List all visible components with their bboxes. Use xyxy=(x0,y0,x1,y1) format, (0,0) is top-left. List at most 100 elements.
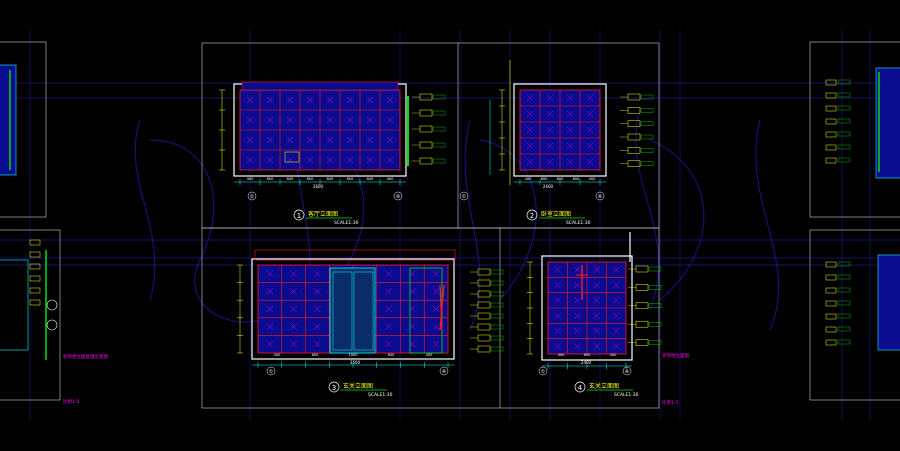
right-tag xyxy=(837,274,851,280)
p3-cross xyxy=(432,341,440,348)
p2-tag xyxy=(640,148,654,153)
p4-tag xyxy=(635,320,649,328)
left-tag xyxy=(29,275,41,282)
p2-tag xyxy=(640,94,654,100)
p2-wall xyxy=(513,83,607,177)
right-tag xyxy=(837,144,851,150)
p1-tag xyxy=(419,141,433,149)
p4-cross xyxy=(554,281,561,289)
panel-3-number: 3 xyxy=(332,384,336,392)
panel-1-name: 客厅立面图 xyxy=(308,210,338,218)
p3-cross xyxy=(385,288,392,295)
p4-cross xyxy=(574,297,581,304)
p1-cross xyxy=(386,136,394,144)
p2-dim-label: 400 xyxy=(589,177,597,181)
p1-cross xyxy=(346,156,354,164)
right-bottom-fill xyxy=(877,254,900,351)
p3-tag xyxy=(477,323,491,331)
p3-cross xyxy=(432,270,440,277)
p4-cross xyxy=(613,327,620,335)
svg-text:①: ① xyxy=(269,369,274,375)
right-tag xyxy=(837,287,851,293)
p2-cross xyxy=(526,110,534,118)
panel-2-number: 2 xyxy=(530,212,534,220)
right-tag xyxy=(837,157,851,163)
right-tag xyxy=(837,339,851,345)
p1-cross xyxy=(286,96,294,104)
p1-cross xyxy=(326,116,334,124)
p2-tag xyxy=(640,161,654,166)
p3-cross xyxy=(385,341,392,348)
p4-cross xyxy=(593,312,600,319)
p1-cross xyxy=(246,116,254,124)
right-tag xyxy=(825,287,837,294)
p3-cross xyxy=(314,305,321,313)
p3-tag xyxy=(490,280,504,286)
right-tag xyxy=(825,300,837,307)
p4-cross xyxy=(593,266,600,273)
p4-cross xyxy=(593,297,600,304)
p3-dim-label: 400 xyxy=(426,353,434,357)
p1-tag xyxy=(419,93,433,101)
p1-tag xyxy=(432,126,446,132)
p4-cross xyxy=(613,343,620,350)
p3-tag xyxy=(477,312,491,320)
p2-cross xyxy=(566,94,574,102)
p4-dim-label: 400 xyxy=(558,353,566,357)
p1-cross xyxy=(346,116,354,124)
p4-tag xyxy=(648,303,662,308)
p1-tag xyxy=(432,94,446,100)
p3-cross xyxy=(432,305,440,313)
p3-cross xyxy=(290,270,297,277)
left-bottom xyxy=(0,259,29,351)
p1-cross xyxy=(326,156,334,164)
p1-cross xyxy=(266,96,274,104)
left-tag xyxy=(29,299,41,306)
p3-cross xyxy=(432,288,440,295)
p1-dim-label: 400 xyxy=(387,177,395,181)
p2-dim-label: 400 xyxy=(525,177,533,181)
p3-dim-label: 400 xyxy=(274,353,282,357)
p3-cross xyxy=(385,270,392,277)
right-side-note: 装饰柜立面图 xyxy=(662,352,689,359)
p3-cross xyxy=(266,270,274,277)
p3-cross xyxy=(314,341,321,348)
p4-cross xyxy=(554,343,561,350)
p4-dim-label: 400 xyxy=(610,353,618,357)
p1-dim-label: 600 xyxy=(327,177,335,181)
p1-cross xyxy=(386,156,394,164)
svg-text:①: ① xyxy=(462,194,467,200)
grid-markers: ① ④ ① ④ ① ④ ① ④ xyxy=(247,191,632,376)
p2-cross xyxy=(546,126,554,134)
right-tag xyxy=(837,118,851,124)
p2-cross xyxy=(566,158,574,166)
p3-cross xyxy=(266,288,274,295)
right-tag xyxy=(825,92,837,99)
panel-4-name: 玄关立面图 xyxy=(589,382,619,390)
panel-1-scale: SCALE1:30 xyxy=(334,220,359,226)
p4-cross xyxy=(613,266,620,273)
p4-tag xyxy=(648,322,662,327)
p2-cross xyxy=(546,158,554,166)
p3-plant xyxy=(439,284,445,331)
p1-cross xyxy=(246,136,254,144)
p1-cross xyxy=(366,96,374,104)
p2-tag xyxy=(627,147,641,154)
right-tag xyxy=(837,261,851,267)
p1-cross xyxy=(306,136,314,144)
p2-cross xyxy=(566,126,574,134)
p2-tag xyxy=(627,133,641,141)
p1-cross xyxy=(366,136,374,144)
panel-4-title: 4 玄关立面图 SCALE1:30 xyxy=(574,381,639,398)
right-tag xyxy=(825,131,837,138)
p1-cornice xyxy=(241,81,399,91)
p2-cross xyxy=(546,142,554,150)
right-tag xyxy=(825,313,837,320)
p3-dim-label: 1000 xyxy=(348,353,358,357)
p3-cross xyxy=(385,305,392,313)
right-tag xyxy=(825,144,837,151)
p3-cross xyxy=(266,305,274,313)
p2-dim-label: 600 xyxy=(557,177,565,181)
p1-tag xyxy=(432,158,446,164)
panel-2-name: 卧室立面图 xyxy=(541,210,571,218)
